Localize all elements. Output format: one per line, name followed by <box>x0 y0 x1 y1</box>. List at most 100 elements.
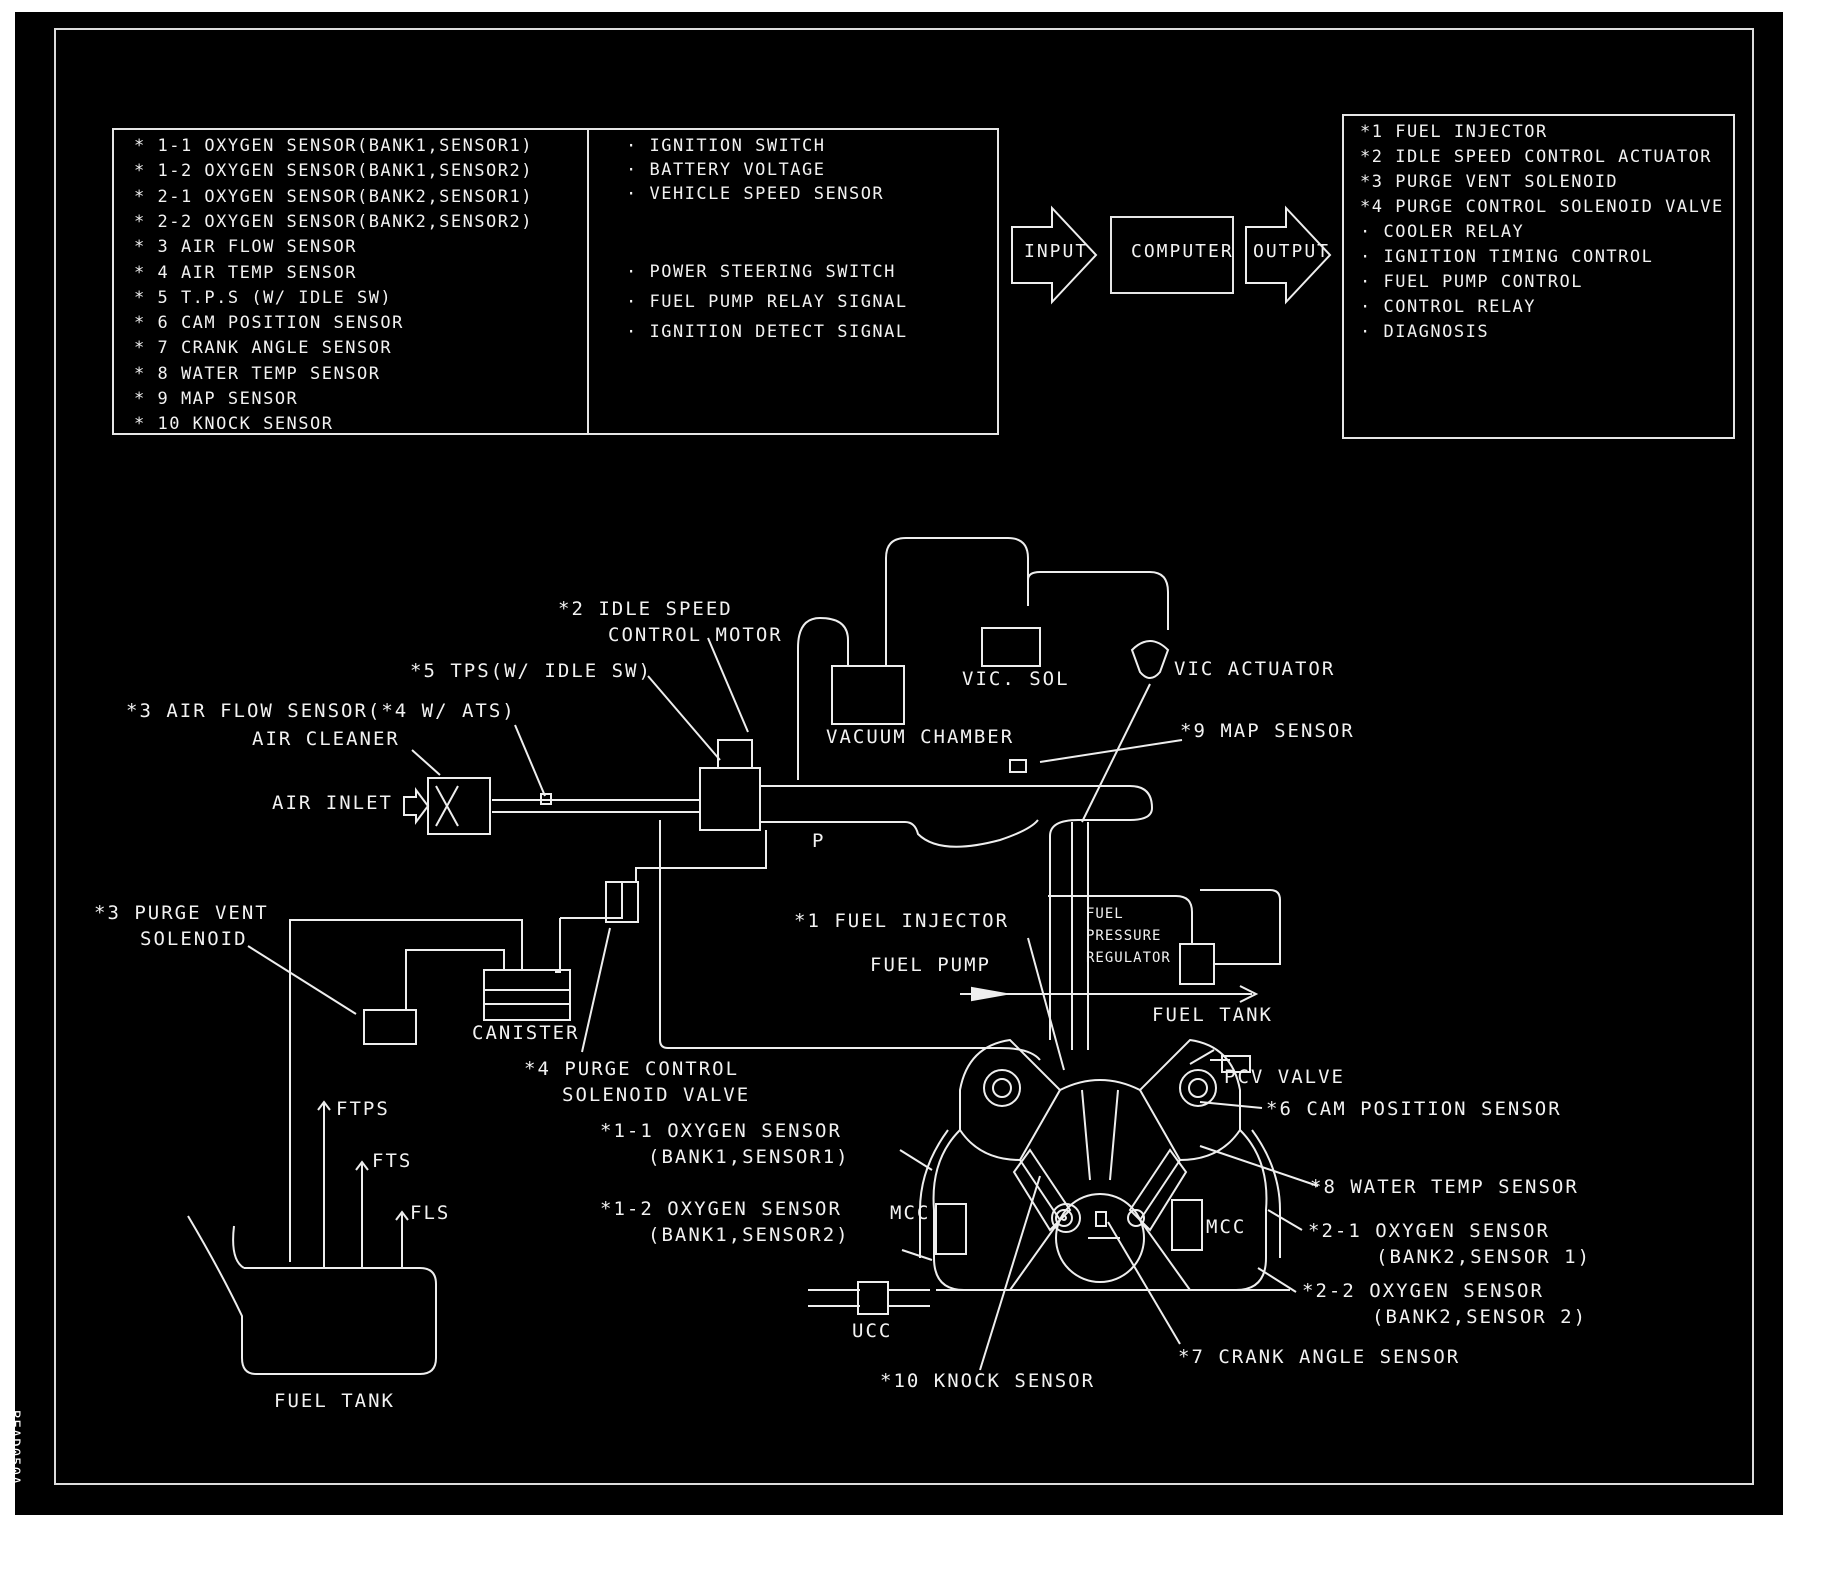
output-arrow <box>1245 205 1332 305</box>
fuel-pressure-regulator <box>1179 943 1215 985</box>
purge-vent-label-2: SOLENOID <box>140 928 248 950</box>
fuel-injector-label: *1 FUEL INJECTOR <box>794 910 1010 932</box>
water-temp-leader <box>1199 1145 1319 1187</box>
air-flow-leader <box>514 724 546 797</box>
fts-label: FTS <box>372 1150 413 1172</box>
output-list-item: · COOLER RELAY <box>1360 222 1525 242</box>
sensor-list-item: * 1-1 OXYGEN SENSOR(BANK1,SENSOR1) <box>134 136 533 156</box>
air-cleaner-label: AIR CLEANER <box>252 728 400 750</box>
intake-plenum <box>760 785 1154 866</box>
air-intake-tube <box>492 799 700 813</box>
ucc-label: UCC <box>852 1320 893 1342</box>
figure-code-label: BEAD050A <box>6 1410 22 1486</box>
vic-actuator-label: VIC ACTUATOR <box>1174 658 1336 680</box>
fuel-tank-label: FUEL TANK <box>274 1390 395 1412</box>
mcc-left-cat <box>935 1203 967 1255</box>
exhaust-outlet <box>808 1289 930 1307</box>
crank-angle-label: *7 CRANK ANGLE SENSOR <box>1178 1346 1461 1368</box>
engine-block <box>959 1038 1241 1291</box>
purge-vent-label-1: *3 PURGE VENT <box>94 902 269 924</box>
o2-22-leader <box>1257 1267 1297 1293</box>
fls-label: FLS <box>410 1202 451 1224</box>
sensor-list-item: * 10 KNOCK SENSOR <box>134 414 334 435</box>
signals-a-item: · IGNITION SWITCH <box>626 136 826 156</box>
output-list-item: · FUEL PUMP CONTROL <box>1360 272 1583 292</box>
canister <box>483 969 571 1021</box>
air-cleaner-leader <box>411 749 441 776</box>
sensor-list-item: * 4 AIR TEMP SENSOR <box>134 262 357 283</box>
cam-position-leader <box>1199 1101 1263 1109</box>
sensor-list-item: * 6 CAM POSITION SENSOR <box>134 313 404 334</box>
vic-actuator <box>1130 640 1170 679</box>
vacuum-chamber-label: VACUUM CHAMBER <box>826 726 1015 748</box>
fpr-label-3: REGULATOR <box>1086 950 1171 966</box>
tps-leader <box>647 675 721 761</box>
pcv-valve <box>1221 1055 1251 1073</box>
outputs-box <box>1342 114 1735 439</box>
injector-leader <box>1027 937 1065 1071</box>
isc-motor-label-2: CONTROL MOTOR <box>608 624 783 646</box>
pcv-valve-label: PCV VALVE <box>1224 1066 1345 1088</box>
output-list-item: *3 PURGE VENT SOLENOID <box>1360 172 1619 192</box>
throttle-body <box>699 767 761 831</box>
knock-leader <box>979 1175 1041 1371</box>
air-flow-sensor-label: *3 AIR FLOW SENSOR(*4 W/ ATS) <box>126 700 516 722</box>
o2-21-leader <box>1267 1209 1303 1231</box>
purge-control-valve <box>605 881 639 923</box>
sensor-list-item: * 1-2 OXYGEN SENSOR(BANK1,SENSOR2) <box>134 161 533 182</box>
output-list-item: · CONTROL RELAY <box>1360 297 1537 317</box>
water-temp-label: *8 WATER TEMP SENSOR <box>1310 1176 1579 1198</box>
input-arrow <box>1011 205 1098 305</box>
air-cleaner <box>427 777 491 835</box>
sensor-list-item: * 8 WATER TEMP SENSOR <box>134 363 381 384</box>
tps-label: *5 TPS(W/ IDLE SW) <box>410 660 652 682</box>
purge-vent-leader <box>247 945 357 1015</box>
fuel-tank-body <box>187 1215 437 1375</box>
inputs-box <box>112 128 999 435</box>
fpr-label-2: PRESSURE <box>1086 928 1162 944</box>
air-inlet-arrow <box>403 787 430 825</box>
vacuum-chamber <box>831 665 905 725</box>
output-label: OUTPUT <box>1253 241 1331 262</box>
signals-b-item: · FUEL PUMP RELAY SIGNAL <box>626 292 908 312</box>
sensor-list-item: * 9 MAP SENSOR <box>134 389 299 409</box>
o2-22-label-1: *2-2 OXYGEN SENSOR <box>1302 1280 1544 1302</box>
o2-11-leader <box>899 1149 933 1171</box>
signals-a-item: · VEHICLE SPEED SENSOR <box>626 184 885 204</box>
crank-leader <box>1107 1221 1181 1345</box>
mcc-right-cat <box>1171 1199 1203 1251</box>
canister-label: CANISTER <box>472 1022 580 1044</box>
signals-a-item: · BATTERY VOLTAGE <box>626 160 826 180</box>
signals-b-item: · IGNITION DETECT SIGNAL <box>626 322 908 342</box>
diagram-sheet <box>15 12 1783 1515</box>
sensor-list-item: * 2-2 OXYGEN SENSOR(BANK2,SENSOR2) <box>134 211 533 232</box>
computer-box <box>1110 216 1234 294</box>
sensor-list-item: * 7 CRANK ANGLE SENSOR <box>134 338 393 359</box>
sensor-list-item: * 3 AIR FLOW SENSOR <box>134 237 357 258</box>
fuel-pump-label: FUEL PUMP <box>870 954 991 976</box>
isc-leader <box>707 637 749 733</box>
vic-sol-label: VIC. SOL <box>962 668 1070 690</box>
isc-motor-label-1: *2 IDLE SPEED <box>558 598 733 620</box>
ftps-label: FTPS <box>336 1098 390 1120</box>
o2-22-label-2: (BANK2,SENSOR 2) <box>1372 1306 1588 1328</box>
inputs-box-divider <box>587 128 589 435</box>
o2-11-label-2: (BANK1,SENSOR1) <box>648 1146 850 1168</box>
vic-solenoid <box>981 627 1041 667</box>
o2-21-label-1: *2-1 OXYGEN SENSOR <box>1308 1220 1550 1242</box>
purge-control-label-2: SOLENOID VALVE <box>562 1084 751 1106</box>
exhaust-left <box>919 1129 1000 1291</box>
mcc-right-label: MCC <box>1206 1216 1247 1238</box>
fpr-label-1: FUEL <box>1086 906 1124 922</box>
output-list-item: *4 PURGE CONTROL SOLENOID VALVE <box>1360 197 1724 217</box>
diagram-frame <box>54 28 1754 1485</box>
map-sensor-leader <box>1039 739 1183 763</box>
sensor-list-item: * 5 T.P.S (W/ IDLE SW) <box>134 287 393 308</box>
o2-12-leader <box>901 1249 933 1261</box>
cam-position-label: *6 CAM POSITION SENSOR <box>1266 1098 1562 1120</box>
output-list-item: · IGNITION TIMING CONTROL <box>1360 247 1654 267</box>
o2-21-label-2: (BANK2,SENSOR 1) <box>1376 1246 1592 1268</box>
output-list-item: *1 FUEL INJECTOR <box>1360 122 1548 142</box>
ucc-cat <box>857 1281 889 1315</box>
